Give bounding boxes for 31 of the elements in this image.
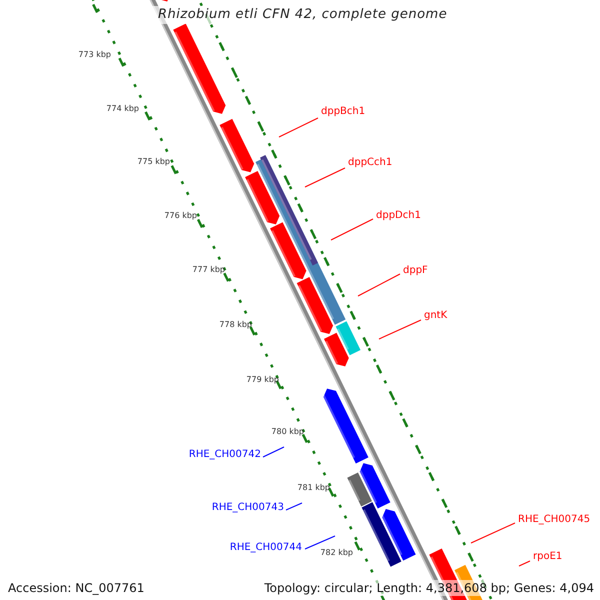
tick-label: 781 kbp — [297, 483, 330, 493]
leader-line — [262, 446, 284, 458]
leader-line — [304, 168, 346, 188]
leader-line — [470, 522, 516, 544]
tick-label: 777 kbp — [192, 265, 225, 275]
accession-note: Accession: NC_007761 — [8, 580, 144, 596]
tick-label: 773 kbp — [78, 50, 111, 60]
gene-label: dppBch1 — [321, 106, 366, 118]
gene-label: RHE_CH00744 — [230, 542, 302, 554]
leader-line — [286, 502, 302, 510]
leader-line — [378, 320, 422, 340]
tick-label: 779 kbp — [246, 375, 279, 385]
gene-label: dppCch1 — [348, 157, 392, 169]
gene-label: RHE_CH00745 — [518, 514, 590, 526]
tick-label: 775 kbp — [137, 157, 170, 167]
leader-line — [358, 274, 400, 296]
gene-label: gntK — [424, 310, 448, 322]
gene-label: RHE_CH00742 — [188, 449, 261, 461]
leader-line — [304, 536, 336, 550]
leader-line — [518, 560, 530, 566]
gene-label: rpoE1 — [533, 551, 562, 563]
gene-label: dppF — [403, 265, 428, 277]
leader-line — [278, 118, 318, 138]
tick-label: 782 kbp — [320, 548, 353, 558]
gene-label: RHE_CH00743 — [212, 502, 284, 514]
tick-label: 778 kbp — [219, 320, 252, 330]
tick-label: 776 kbp — [164, 211, 197, 221]
gene-label: dppDch1 — [376, 210, 421, 222]
tick-label: 780 kbp — [271, 427, 304, 437]
tick-label: 774 kbp — [106, 104, 139, 114]
leader-line — [330, 218, 374, 240]
